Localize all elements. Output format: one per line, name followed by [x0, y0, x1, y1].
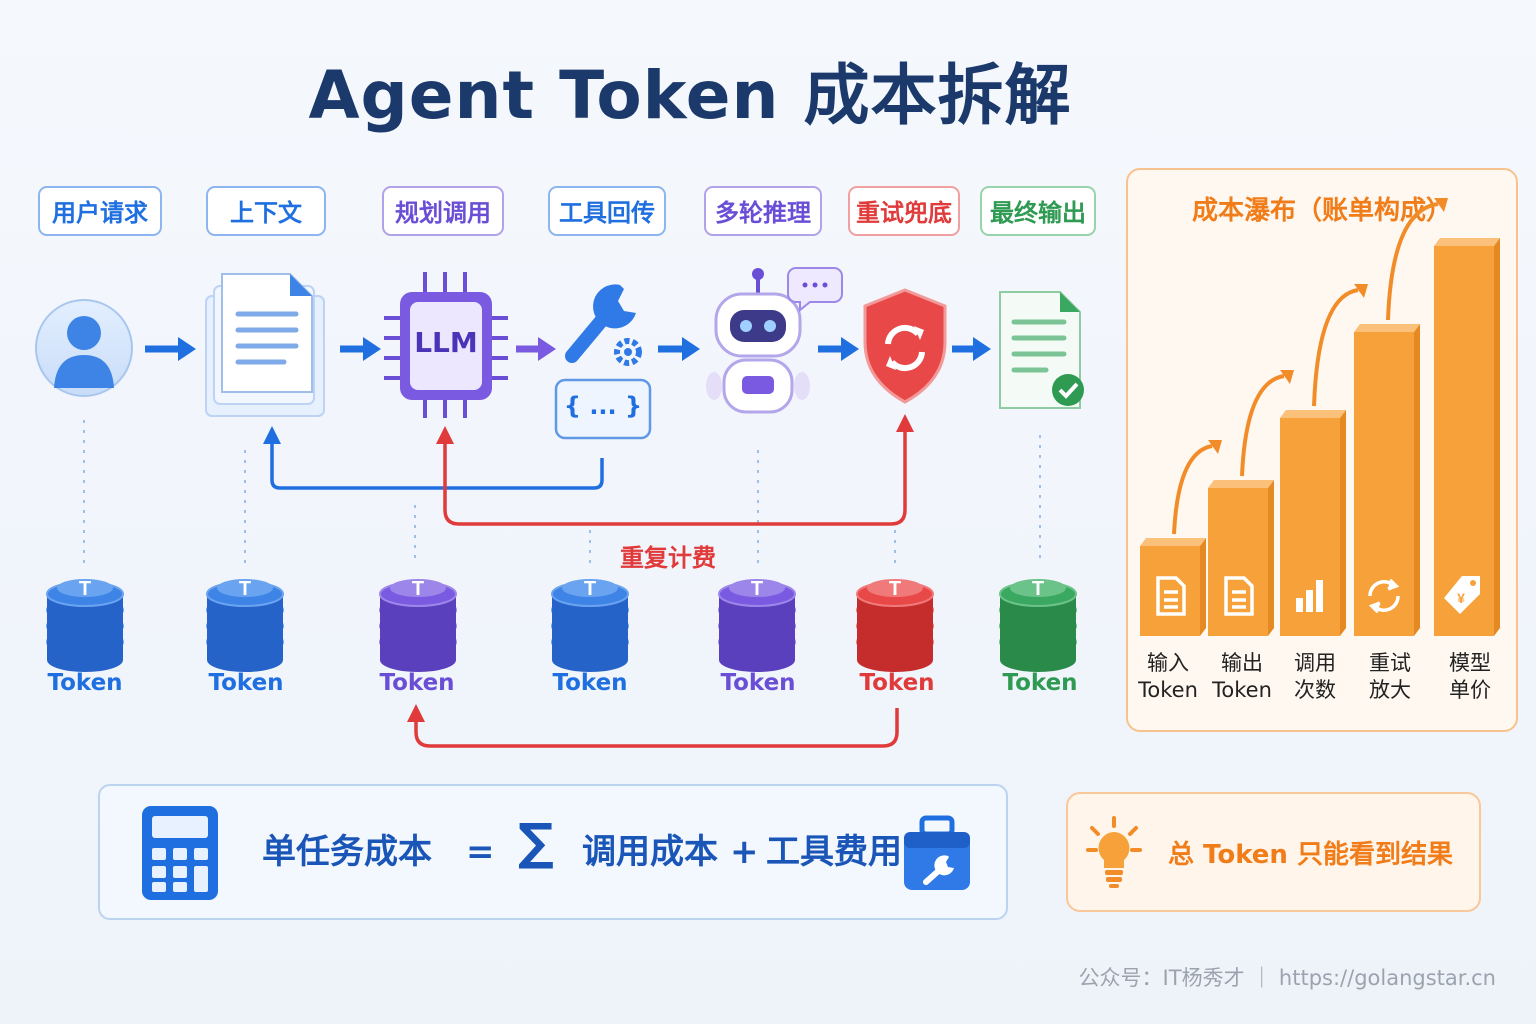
token-coin-stack: T: [856, 578, 934, 672]
svg-text:¥: ¥: [1457, 590, 1465, 606]
token-retry-connector: [407, 704, 899, 748]
document-stack-icon: [205, 273, 325, 417]
token-caption-context: Token: [208, 670, 284, 696]
token-caption-planning: Token: [379, 670, 455, 696]
stage-label-final-output: 最终输出: [980, 186, 1096, 236]
shield-retry-icon: [863, 288, 947, 404]
llm-chip-icon: [384, 272, 508, 418]
svg-text:T: T: [584, 578, 596, 600]
token-caption-user-request: Token: [47, 670, 123, 696]
growth-arrow: [1312, 288, 1359, 407]
svg-text:T: T: [79, 578, 91, 600]
token-caption-retry: Token: [859, 670, 935, 696]
token-coin-stack: T: [46, 578, 124, 672]
page-title: Agent Token 成本拆解: [308, 57, 1072, 134]
document-icon: [1156, 576, 1186, 616]
stage-label-tool-return: 工具回传: [548, 186, 666, 236]
bar-label-retry-amplify: 重试放大: [1369, 651, 1411, 702]
bar-label-call-count: 调用次数: [1294, 651, 1336, 702]
footer-credit: 公众号：IT杨秀才 ｜ https://golangstar.cn: [1078, 966, 1496, 990]
token-coin-stack: T: [379, 578, 457, 672]
svg-text:T: T: [412, 578, 424, 600]
tip-text: 总 Token 只能看到结果: [1168, 840, 1453, 870]
token-coin-stack: T: [206, 578, 284, 672]
document-icon: [1224, 576, 1254, 616]
waterfall-bar: ¥: [1434, 238, 1500, 636]
formula-equals: =: [466, 832, 495, 872]
svg-text:T: T: [751, 578, 763, 600]
stage-label-context: 上下文: [206, 186, 326, 236]
retry-loop-connector: [436, 414, 914, 526]
growth-arrow-head: [1208, 440, 1222, 454]
svg-text:T: T: [889, 578, 901, 600]
llm-chip-label: LLM: [414, 326, 478, 359]
repeat-billing-label: 重复计费: [620, 544, 716, 572]
toolbox-icon: [904, 815, 970, 890]
code-box: [554, 378, 652, 440]
context-feedback-connector: [263, 426, 604, 490]
robot-icon: [706, 267, 843, 414]
flow-arrows: [145, 337, 991, 361]
formula-call-cost: 调用成本: [582, 832, 718, 872]
growth-arrow: [1172, 444, 1213, 535]
wrench-gear-icon: [565, 284, 642, 366]
stage-label-user-request: 用户请求: [38, 186, 162, 236]
token-coin-stack: T: [551, 578, 629, 672]
growth-arrow-head: [1354, 284, 1368, 298]
formula-sigma: ∑: [518, 813, 554, 871]
token-coin-stack: T: [999, 578, 1077, 672]
final-document-icon: [999, 291, 1084, 409]
price-tag-icon: ¥: [1444, 576, 1480, 614]
token-caption-final-output: Token: [1002, 670, 1078, 696]
growth-arrow: [1240, 374, 1285, 477]
growth-arrow: [1386, 202, 1439, 321]
token-caption-tool-return: Token: [552, 670, 628, 696]
stage-label-multi-round: 多轮推理: [704, 186, 822, 236]
stage-label-planning: 规划调用: [382, 186, 504, 236]
waterfall-bar: [1354, 324, 1420, 636]
growth-arrow-head: [1434, 198, 1448, 212]
code-box-label: { ... }: [563, 392, 643, 420]
formula-panel: [98, 784, 1008, 920]
formula-plus: +: [730, 832, 759, 872]
growth-arrow-head: [1280, 370, 1294, 384]
svg-text:T: T: [239, 578, 251, 600]
bar-label-model-price: 模型单价: [1449, 651, 1491, 702]
guide-lines: [83, 420, 1041, 565]
user-icon: [35, 299, 133, 397]
bar-chart-icon: [1296, 580, 1323, 612]
token-coin-stack: T: [718, 578, 796, 672]
token-caption-multi-round: Token: [720, 670, 796, 696]
stage-label-retry: 重试兜底: [848, 186, 960, 236]
formula-tool-fee: 工具费用: [766, 832, 902, 872]
calculator-icon: [142, 806, 218, 900]
waterfall-bars: ¥: [1140, 198, 1500, 636]
lightbulb-icon: [1086, 816, 1142, 888]
refresh-icon: [1368, 578, 1400, 614]
waterfall-bar: [1280, 410, 1346, 636]
waterfall-bar: [1208, 480, 1274, 636]
waterfall-bar: [1140, 538, 1206, 636]
svg-text:T: T: [1032, 578, 1044, 600]
formula-task-cost: 单任务成本: [262, 832, 432, 872]
